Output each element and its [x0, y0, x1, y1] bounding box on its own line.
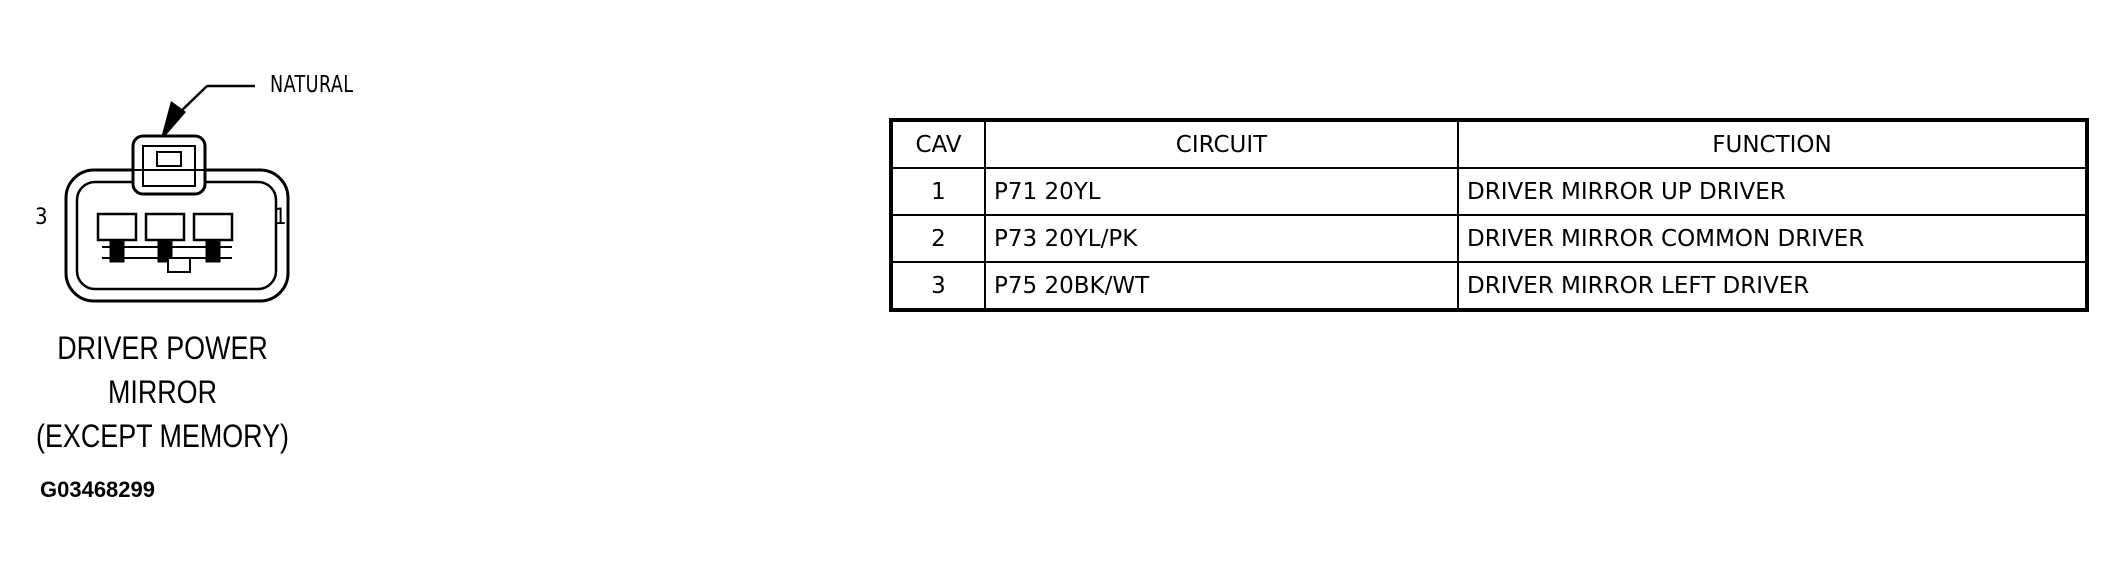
pinout-table: CAV CIRCUIT FUNCTION 1 P71 20YL DRIVER M…: [889, 118, 2089, 312]
function-cell: DRIVER MIRROR UP DRIVER: [1457, 167, 2088, 216]
connector-color-label: NATURAL: [270, 72, 354, 98]
circuit-cell: P75 20BK/WT: [984, 261, 1459, 311]
natural-leader-arrow: [160, 84, 255, 142]
terminal-cavities: [96, 212, 234, 273]
cavity-1-label: 1: [274, 205, 288, 230]
figure-id: G03468299: [40, 477, 155, 502]
function-cell: DRIVER MIRROR LEFT DRIVER: [1457, 261, 2088, 311]
table-header-row: CAV CIRCUIT FUNCTION: [890, 119, 2088, 169]
connector-drawing: [64, 84, 290, 303]
connector-title-line-3: (EXCEPT MEMORY): [36, 418, 289, 454]
table-row: 1 P71 20YL DRIVER MIRROR UP DRIVER: [890, 167, 2088, 216]
table-row: 3 P75 20BK/WT DRIVER MIRROR LEFT DRIVER: [890, 261, 2088, 311]
function-cell: DRIVER MIRROR COMMON DRIVER: [1457, 214, 2088, 263]
table-row: 2 P73 20YL/PK DRIVER MIRROR COMMON DRIVE…: [890, 214, 2088, 263]
connector-body: [64, 134, 290, 303]
header-circuit: CIRCUIT: [984, 119, 1459, 169]
circuit-cell: P73 20YL/PK: [984, 214, 1459, 263]
cavity-3-label: 3: [35, 205, 49, 230]
circuit-cell: P71 20YL: [984, 167, 1459, 216]
cav-cell: 3: [890, 261, 986, 311]
cav-cell: 2: [890, 214, 986, 263]
header-function: FUNCTION: [1457, 119, 2088, 169]
cav-cell: 1: [890, 167, 986, 216]
header-cav: CAV: [890, 119, 986, 169]
connector-title-line-2: MIRROR: [107, 374, 217, 410]
connector-title-line-1: DRIVER POWER: [57, 330, 268, 366]
